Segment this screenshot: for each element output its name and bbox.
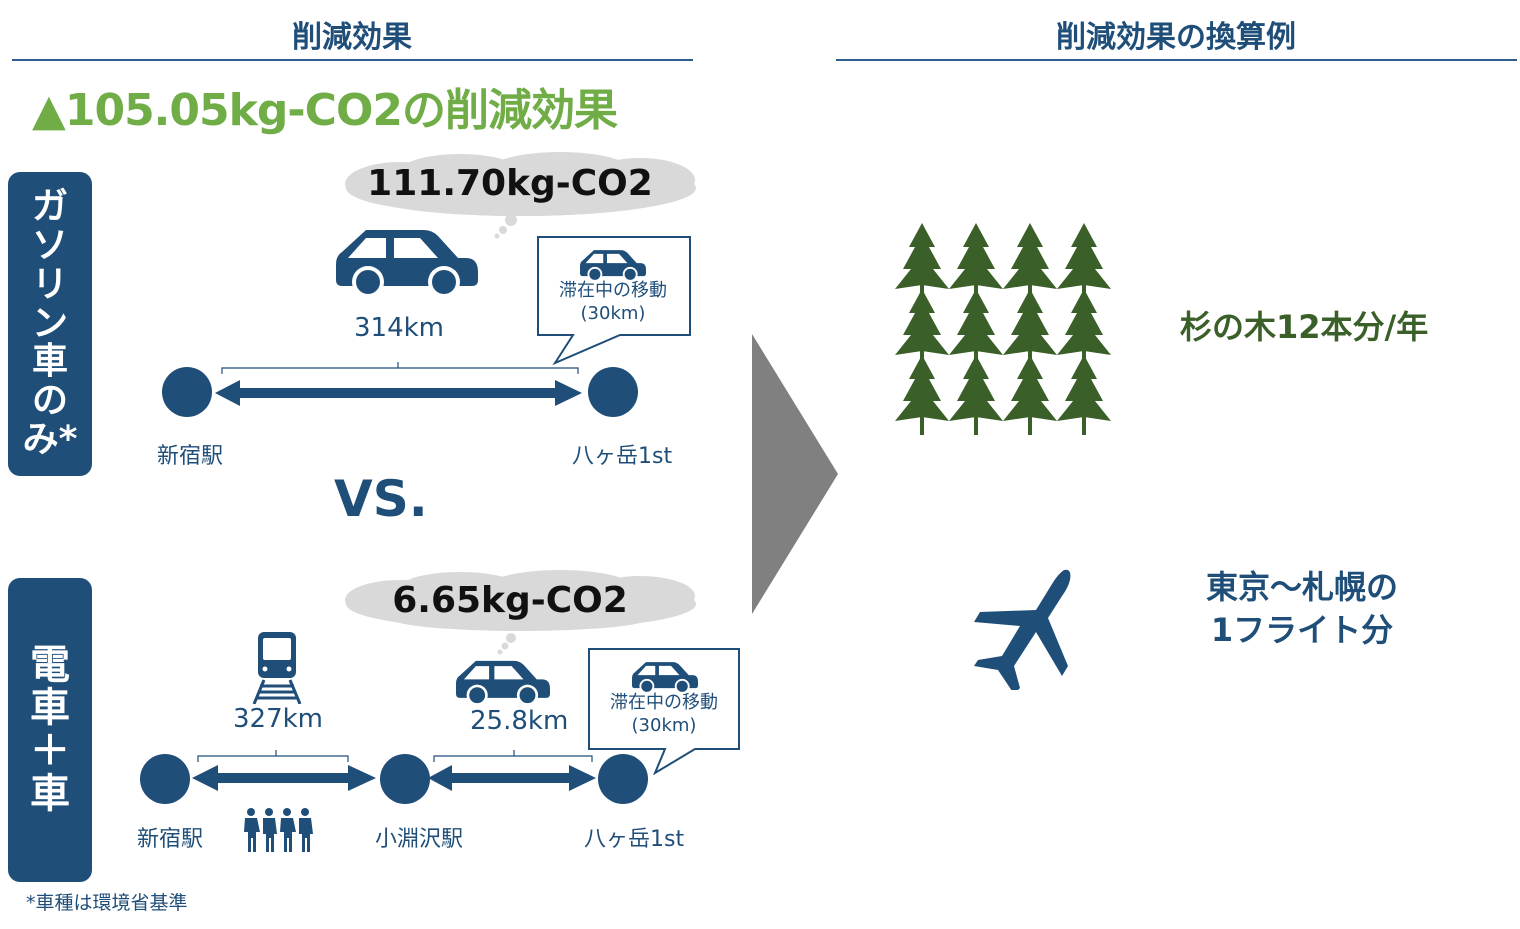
node-shinjuku-gasoline xyxy=(162,367,212,417)
station-yatsugatake-gasoline: 八ヶ岳1st xyxy=(572,444,673,469)
callout-line2: (30km) xyxy=(631,714,697,736)
station-kobuchizawa: 小淵沢駅 xyxy=(375,827,464,852)
footnote: *車種は環境省基準 xyxy=(26,892,188,914)
callout-text-train: 滞在中の移動 (30km) xyxy=(590,692,738,737)
callout-pointer-gasoline xyxy=(537,236,691,366)
right-section-title: 削減効果の換算例 xyxy=(1056,20,1296,55)
callout-line1: 滞在中の移動 xyxy=(610,692,718,713)
node-yatsugatake-train xyxy=(598,754,648,804)
route-arrow-car xyxy=(428,750,596,791)
cedar-trees-icon xyxy=(895,223,1111,435)
label-char: ソ xyxy=(31,224,68,266)
car-icon-2 xyxy=(456,660,550,706)
emission-value-gasoline: 111.70kg-CO2 xyxy=(367,163,653,204)
label-char: ＋ xyxy=(30,728,70,774)
label-char: リ xyxy=(31,263,68,305)
flight-line1: 東京〜札幌の xyxy=(1206,568,1399,606)
transition-arrow-icon xyxy=(752,334,838,614)
label-char: 車 xyxy=(30,771,70,818)
route-arrow-train xyxy=(192,750,376,791)
people-group-icon xyxy=(244,808,313,852)
emission-cloud-gasoline xyxy=(345,152,696,239)
left-section-title: 削減効果 xyxy=(292,20,412,55)
scenario-label-train: 電 車 ＋ 車 xyxy=(8,578,92,882)
label-char: の xyxy=(31,380,68,422)
vs-label: VS. xyxy=(334,470,428,528)
label-char: 車 xyxy=(31,341,68,383)
callout-line2: (30km) xyxy=(580,302,646,324)
scenario-label-gasoline: ガ ソ リ ン 車 の み* xyxy=(8,172,92,476)
station-shinjuku-gasoline: 新宿駅 xyxy=(157,444,224,469)
label-char: み* xyxy=(22,419,78,461)
emission-value-train: 6.65kg-CO2 xyxy=(392,580,628,621)
right-title-rule xyxy=(836,59,1517,61)
car-icon xyxy=(336,230,478,298)
distance-train: 327km xyxy=(233,704,324,734)
node-shinjuku-train xyxy=(140,754,190,804)
label-char: ガ xyxy=(31,185,68,227)
label-char: 車 xyxy=(30,684,70,731)
trees-equivalent-text: 杉の木12本分/年 xyxy=(1180,308,1429,346)
flight-equivalent-text: 東京〜札幌の 1フライト分 xyxy=(1206,566,1398,652)
small-car-icon-2 xyxy=(632,662,698,694)
reduction-headline: ▲105.05kg-CO2の削減効果 xyxy=(32,85,618,136)
distance-gasoline: 314km xyxy=(354,313,445,343)
station-yatsugatake-train: 八ヶ岳1st xyxy=(584,827,685,852)
emission-cloud-train xyxy=(345,570,696,655)
label-char: 電 xyxy=(30,641,70,688)
left-title-rule xyxy=(12,59,693,61)
route-arrow-gasoline xyxy=(215,362,582,406)
train-icon xyxy=(252,632,302,704)
small-car-icon xyxy=(580,250,646,282)
callout-line1: 滞在中の移動 xyxy=(559,280,667,301)
node-kobuchizawa xyxy=(380,754,430,804)
label-char: ン xyxy=(31,302,68,344)
airplane-icon xyxy=(974,569,1071,690)
distance-car: 25.8km xyxy=(470,706,569,736)
flight-line2: 1フライト分 xyxy=(1210,611,1394,650)
callout-pointer-train xyxy=(588,648,740,775)
station-shinjuku-train: 新宿駅 xyxy=(137,827,204,852)
callout-text-gasoline: 滞在中の移動 (30km) xyxy=(540,280,686,325)
node-yatsugatake-gasoline xyxy=(588,367,638,417)
